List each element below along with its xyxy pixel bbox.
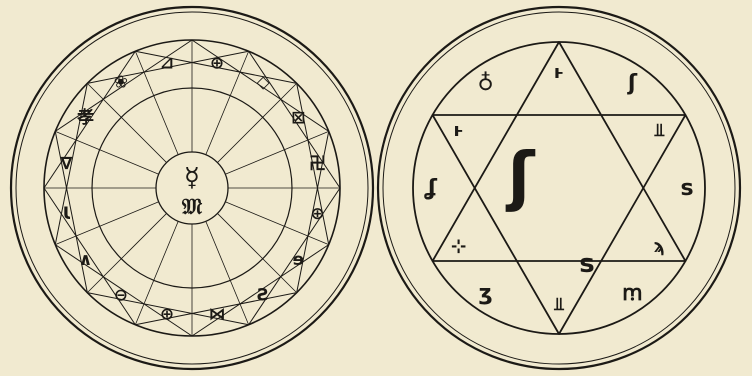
rim-glyph: 孝 — [77, 107, 94, 128]
inner-ring — [413, 42, 705, 334]
rim-glyph: ⊖ — [114, 285, 128, 305]
left-seal: ⊕ ◇ ⊠ 卍 ⊕ ɘƧ ⋈ ⊕ ⊖ ∧ Ɩ ∇ 孝 ❀ ⊿ ☿𝔐 — [11, 7, 373, 369]
rim-glyph: ∧ — [79, 250, 93, 270]
rim-glyph: ⊕ — [210, 53, 224, 73]
side-glyph: ʃ — [627, 71, 638, 96]
rim-glyph: Ɩ — [63, 204, 71, 224]
rim-glyph: ⊿ — [160, 53, 174, 73]
rim-glyph: 卍 — [309, 154, 326, 174]
side-glyph: ʆ — [424, 176, 438, 201]
rim-glyph: ⋈ — [208, 305, 225, 325]
rim-glyph: ⊕ — [310, 204, 324, 224]
side-glyph: ʒ — [479, 281, 493, 306]
point-glyph: ⫫ — [554, 294, 565, 315]
rim-glyph: ◇ — [257, 73, 271, 93]
rim-glyph: ∇ — [61, 154, 73, 174]
right-seal: ⱶ ⫫ ϡ ⫫ ⊹ ⱶ ♁ ʃ ʆ ꜱ ʒ ꭑ ʃ ꜱ — [378, 7, 740, 369]
center-sigil-glyph: 𝔐 — [182, 195, 203, 220]
rim-glyph: Ƨ — [257, 285, 269, 305]
center-bracket-glyph: ʃ — [505, 140, 536, 214]
center-s-glyph: ꜱ — [579, 249, 594, 279]
rim-glyph: ɘ — [293, 250, 305, 270]
side-glyph: ꜱ — [680, 176, 693, 201]
point-glyph: ⊹ — [451, 236, 466, 257]
point-glyph: ⱶ — [554, 62, 564, 83]
rim-glyph: ❀ — [114, 73, 128, 93]
mercury-glyph: ☿ — [184, 163, 200, 193]
point-glyph: ⱶ — [453, 120, 463, 141]
point-glyph: ⫫ — [654, 120, 665, 141]
side-glyph: ꭑ — [622, 281, 642, 306]
rim-glyph: ⊕ — [160, 305, 174, 325]
side-glyph: ♁ — [478, 71, 494, 96]
point-glyph: ϡ — [654, 236, 665, 257]
rim-glyph: ⊠ — [291, 108, 305, 128]
